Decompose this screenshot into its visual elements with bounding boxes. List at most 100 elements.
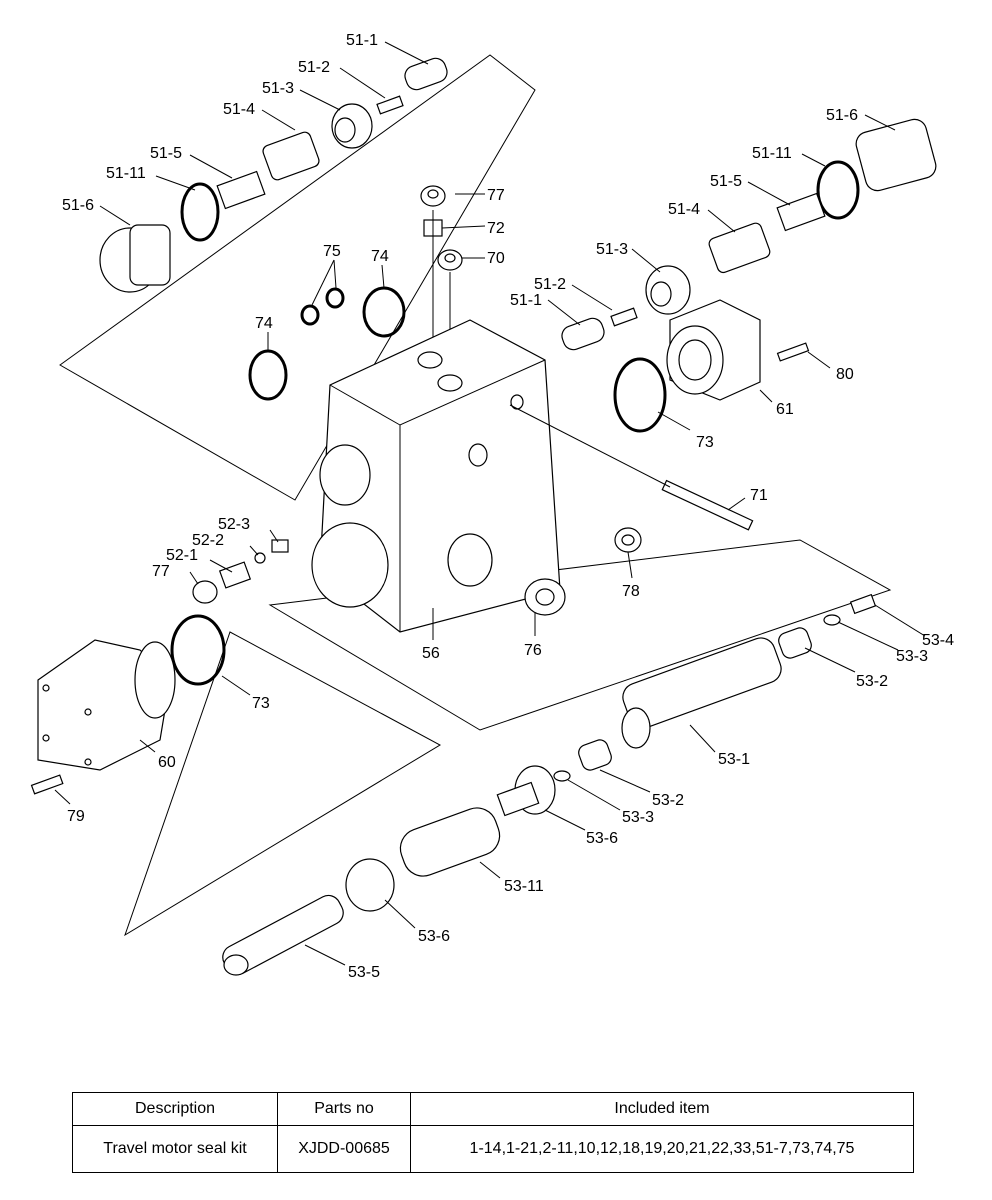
callout: 70 [487, 250, 505, 267]
callout: 52-3 [218, 516, 250, 533]
cell-parts-no: XJDD-00685 [277, 1125, 411, 1173]
callout: 51-1 [510, 292, 542, 309]
callout-labels: 51-1 51-2 51-3 51-4 51-5 51-11 51-6 51-6… [62, 32, 954, 981]
part-53-11-spring [399, 807, 501, 877]
table-header-row: Description Parts no Included item [72, 1092, 914, 1126]
callout: 51-4 [668, 201, 700, 218]
part-75-oring-a [300, 304, 320, 326]
callout: 51-1 [346, 32, 378, 49]
group-outline-top [59, 54, 536, 501]
callout: 53-6 [418, 928, 450, 945]
part-51-3-right [645, 265, 691, 315]
part-51-5-spring-right [776, 192, 826, 232]
part-51-4-left [262, 131, 320, 181]
part-53-3-lower [553, 770, 571, 782]
callout: 80 [836, 366, 854, 383]
callout: 76 [524, 642, 542, 659]
callout: 60 [158, 754, 176, 771]
callout: 78 [622, 583, 640, 600]
part-60-cover [37, 639, 176, 771]
leader-lines [54, 41, 926, 966]
callout: 53-2 [856, 673, 888, 690]
part-61-cover [666, 299, 761, 401]
part-53-2-upper [778, 627, 812, 659]
part-52-3 [271, 539, 289, 553]
part-71-bolt [661, 479, 754, 531]
table-row: Travel motor seal kit XJDD-00685 1-14,1-… [72, 1125, 914, 1173]
callout: 51-2 [298, 59, 330, 76]
part-51-5-spring-left [216, 170, 266, 210]
part-51-6-right-plug [855, 118, 937, 192]
part-53-3-upper [823, 614, 841, 626]
cell-included-item: 1-14,1-21,2-11,10,12,18,19,20,21,22,33,5… [410, 1125, 914, 1173]
callout: 77 [487, 187, 505, 204]
callout: 52-1 [166, 547, 198, 564]
part-80-bolt [776, 342, 810, 362]
part-74-oring-left [248, 349, 288, 401]
callout: 51-11 [752, 145, 792, 162]
callout: 51-2 [534, 276, 566, 293]
callout: 79 [67, 808, 85, 825]
callout: 53-3 [896, 648, 928, 665]
callout: 74 [371, 248, 389, 265]
part-78-plug [614, 527, 642, 553]
callout: 75 [323, 243, 341, 260]
part-74-oring-upper [362, 286, 406, 338]
callout: 56 [422, 645, 440, 662]
part-56-valve-block [311, 319, 561, 633]
callout: 53-1 [718, 751, 750, 768]
part-51-2-right [610, 307, 638, 327]
col-description-header: Description [72, 1092, 278, 1126]
col-included-item-header: Included item [410, 1092, 914, 1126]
part-51-1-right [561, 317, 605, 351]
callout: 53-2 [652, 792, 684, 809]
part-51-4-right [708, 222, 771, 274]
callout: 53-6 [586, 830, 618, 847]
part-51-11-oring-right [816, 160, 860, 220]
callout: 73 [252, 695, 270, 712]
callout: 52-2 [192, 532, 224, 549]
part-51-2-left [376, 95, 404, 115]
part-76-plug [524, 578, 566, 616]
part-70-plug [437, 249, 463, 271]
callout: 51-6 [826, 107, 858, 124]
callout: 53-4 [922, 632, 954, 649]
callout: 53-3 [622, 809, 654, 826]
part-52-1 [218, 561, 252, 589]
callout: 51-11 [106, 165, 146, 182]
callout: 51-4 [223, 101, 255, 118]
part-51-6-left-plug [99, 224, 171, 293]
col-parts-no-header: Parts no [277, 1092, 411, 1126]
callout: 74 [255, 315, 273, 332]
callout: 72 [487, 220, 505, 237]
callout: 53-5 [348, 964, 380, 981]
part-51-3-left [331, 103, 373, 149]
part-73-oring-left [170, 614, 226, 686]
part-53-4 [849, 593, 877, 615]
callout: 51-5 [710, 173, 742, 190]
part-77-plug-left [192, 580, 218, 604]
part-77-plug-top [420, 185, 446, 207]
cell-description: Travel motor seal kit [72, 1125, 278, 1173]
part-52-2 [254, 552, 266, 564]
part-73-oring-right [613, 357, 667, 433]
part-53-6-upper [496, 765, 556, 817]
part-51-11-oring-left [180, 182, 220, 242]
part-51-1-left [404, 57, 448, 91]
callout: 51-5 [150, 145, 182, 162]
part-53-6-lower [345, 858, 395, 912]
callout: 61 [776, 401, 794, 418]
callout: 77 [152, 563, 170, 580]
part-75-oring-b [325, 287, 345, 309]
part-79-bolt [30, 774, 64, 795]
part-53-2-lower [578, 739, 612, 771]
part-53-5-shaft [222, 894, 344, 976]
callout: 71 [750, 487, 768, 504]
callout: 51-3 [262, 80, 294, 97]
callout: 53-11 [504, 878, 544, 895]
callout: 73 [696, 434, 714, 451]
group-outline-center [268, 539, 892, 731]
part-53-1-spool [621, 637, 782, 749]
group-outline-left [124, 631, 442, 937]
exploded-parts-diagram: 51-1 51-2 51-3 51-4 51-5 51-11 51-6 51-6… [30, 32, 954, 981]
